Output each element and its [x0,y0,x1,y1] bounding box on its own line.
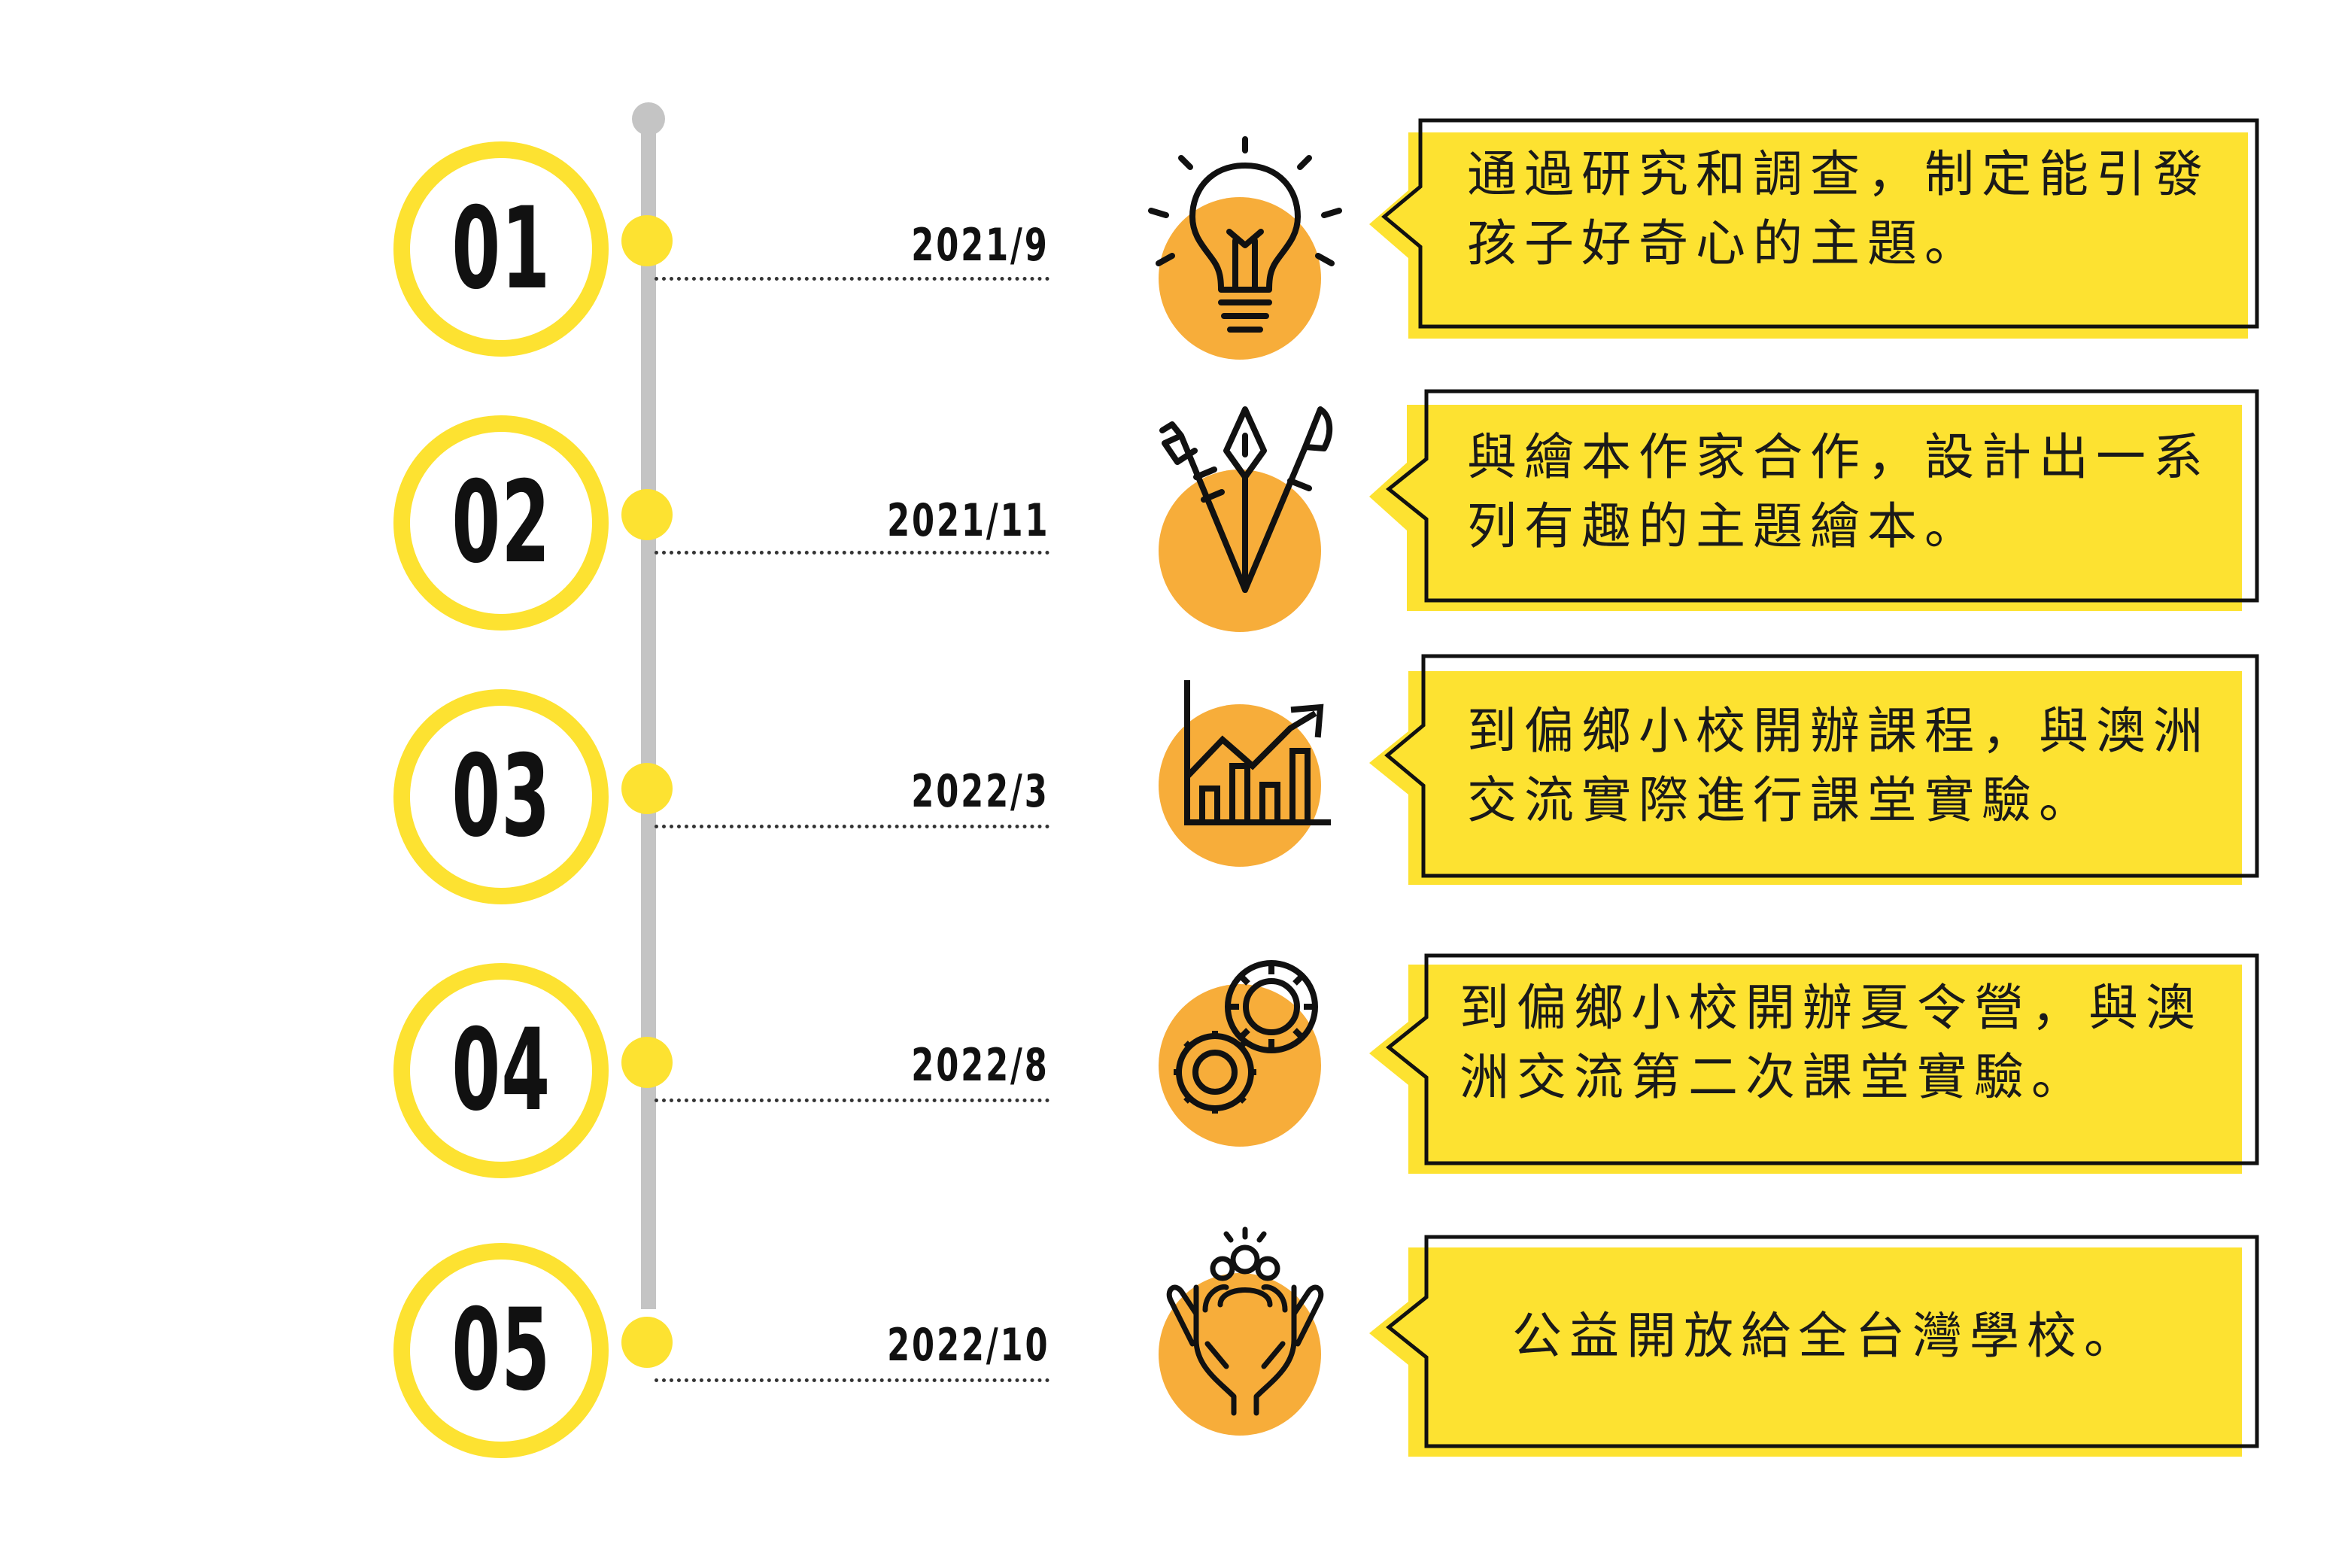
step-number: 03 [451,731,551,862]
timeline-step-3: 03 2022/3 到偏鄉小校開辦課程，與澳洲交流實際進行課堂實驗。 [0,654,2351,904]
design-tools-icon [1159,406,1333,593]
step-description-card: 與繪本作家合作，設計出一系列有趣的主題繪本。 [1369,369,2259,611]
timeline-step-4: 04 2022/8 到偏鄉小校開辦夏令營，與澳洲交流第二次課堂實驗。 [0,950,2351,1178]
date-leader-line [655,1378,1049,1382]
gears-icon [1174,960,1318,1114]
speech-bubble [1369,953,2259,1174]
timeline-track [641,120,656,1309]
step-description: 公益開放給全台灣學校。 [1512,1307,2141,1365]
speech-bubble [1369,1235,2259,1457]
step-date: 2022/8 [911,1039,1049,1092]
step-description-card: 通過研究和調查，制定能引發孩子好奇心的主題。 [1369,104,2259,339]
timeline-node [621,489,673,540]
date-leader-line [655,825,1049,828]
icon-background [1159,469,1321,632]
step-number: 02 [451,457,551,588]
step-description-card: 公益開放給全台灣學校。 [1369,1214,2259,1457]
timeline-step-1: 01 2021/9 通過研究和調查，制定能引發孩子好奇心的主題。 [0,118,2351,360]
date-leader-line [655,277,1049,281]
timeline-node [621,215,673,266]
step-description-card: 到偏鄉小校開辦夏令營，與澳洲交流第二次課堂實驗。 [1369,934,2259,1174]
step-description: 到偏鄉小校開辦夏令營，與澳洲交流第二次課堂實驗。 [1460,979,2203,1106]
timeline-node [621,763,673,814]
step-number: 04 [451,1005,551,1136]
timeline-node [621,1317,673,1368]
step-description-card: 到偏鄉小校開辦課程，與澳洲交流實際進行課堂實驗。 [1369,637,2259,885]
timeline-step-2: 02 2021/11 與繪本作家合作，設計出一系列有趣的主題繪本。 [0,389,2351,632]
growth-chart-icon [1184,680,1331,825]
date-leader-line [655,1099,1049,1102]
step-date: 2021/11 [886,494,1049,547]
date-leader-line [655,551,1049,555]
step-description: 到偏鄉小校開辦課程，與澳洲交流實際進行課堂實驗。 [1467,702,2210,829]
speech-bubble [1369,654,2259,885]
step-date: 2022/3 [911,765,1049,818]
step-number-ring: 03 [393,689,609,904]
step-date: 2022/10 [886,1319,1049,1372]
step-number-ring: 01 [393,141,609,357]
step-description: 與繪本作家合作，設計出一系列有趣的主題繪本。 [1467,428,2210,555]
speech-bubble [1369,118,2259,339]
hands-community-icon [1166,1226,1324,1416]
step-description: 通過研究和調查，制定能引發孩子好奇心的主題。 [1467,145,2210,272]
step-number: 01 [451,184,551,315]
step-number-ring: 04 [393,963,609,1178]
step-number-ring: 05 [393,1243,609,1458]
step-date: 2021/9 [911,219,1049,272]
timeline-node [621,1037,673,1088]
step-number-ring: 02 [393,415,609,631]
speech-bubble [1369,389,2259,611]
step-number: 05 [451,1285,551,1416]
lightbulb-icon [1148,136,1342,333]
timeline-step-5: 05 2022/10 公益開放給全台灣學校。 [0,1223,2351,1458]
